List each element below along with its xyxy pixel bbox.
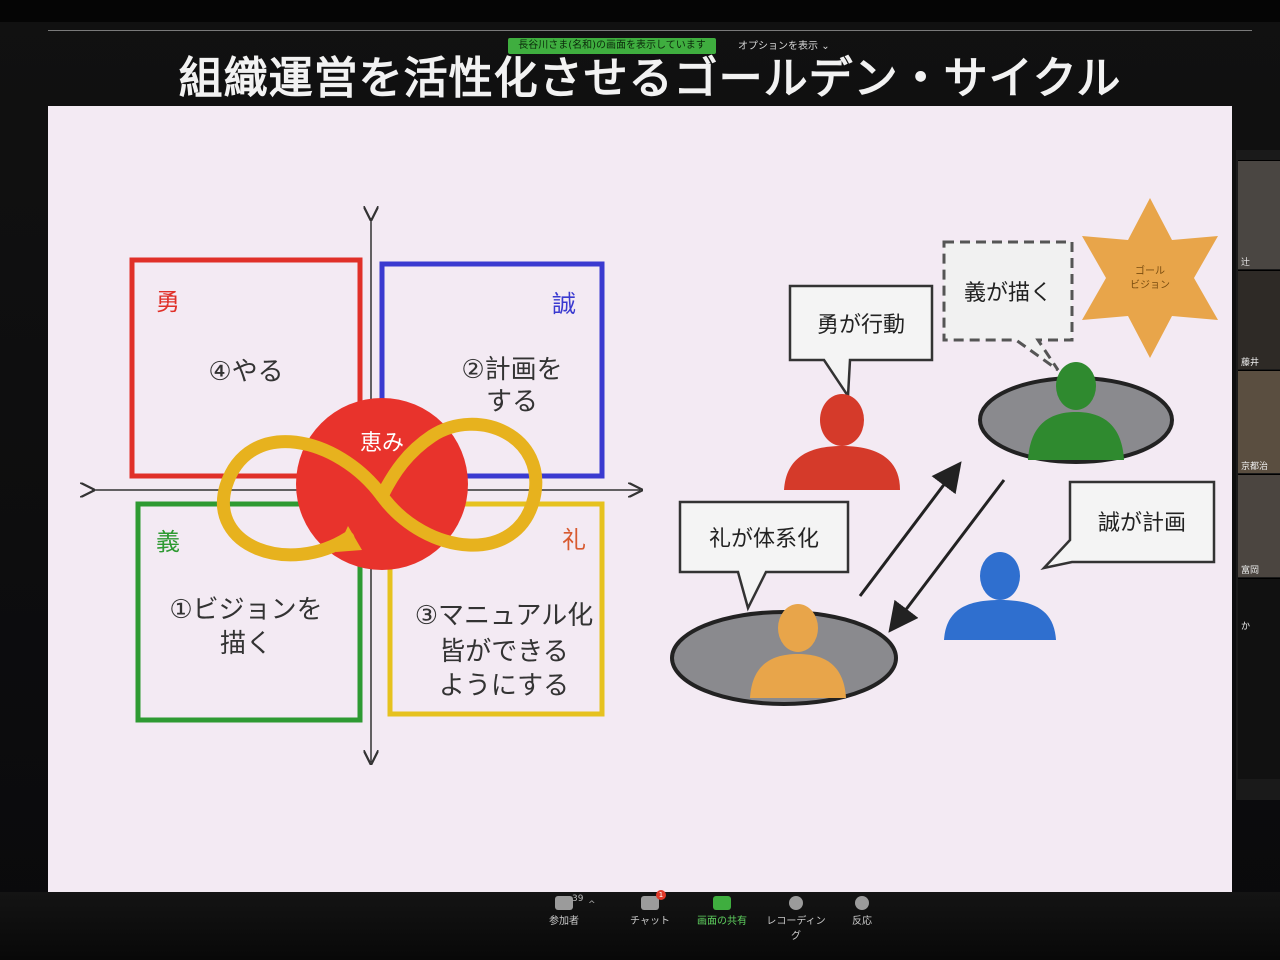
quadrant-box-sei <box>379 261 605 479</box>
quadrant-tag-yu: 勇 <box>156 288 180 316</box>
chat-badge: 1 <box>656 890 666 900</box>
quadrant-text-rei-3: ようにする <box>439 671 569 701</box>
reaction-button[interactable]: 反応 <box>832 892 892 940</box>
slide-title: 組織運営を活性化させるゴールデン・サイクル <box>178 53 1122 104</box>
reaction-label: 反応 <box>852 916 872 927</box>
goal-vision-star <box>1082 198 1218 358</box>
share-screen-button[interactable]: 画面の共有 <box>692 892 752 940</box>
chat-button[interactable]: 1 チャット <box>620 890 680 940</box>
quadrant-text-gi-2: 描く <box>220 629 272 659</box>
speech-bubble-rei <box>678 500 850 612</box>
quadrant-box-rei <box>387 501 605 717</box>
participant-tile[interactable]: か <box>1238 578 1280 779</box>
screen-share-banner: 長谷川さま(名和)の画面を表示しています <box>508 38 716 54</box>
view-options-button[interactable]: オプションを表示 ⌄ <box>738 40 830 54</box>
speech-bubble-yu <box>788 284 934 400</box>
bubble-text-yu: 勇が行動 <box>817 313 905 338</box>
quadrant-text-gi-1: ①ビジョンを <box>169 595 322 625</box>
person-red <box>784 394 900 490</box>
quadrant-text-yu-1: ④やる <box>208 357 283 387</box>
quadrant-tag-rei: 礼 <box>562 526 586 554</box>
shared-slide: 勇 誠 義 礼 ④やる ②計画を する ①ビジョンを 描く ③マニュアル化 皆が… <box>48 106 1232 906</box>
bubble-text-gi: 義が描く <box>964 281 1052 306</box>
chat-label: チャット <box>630 916 670 927</box>
quadrant-box-yu <box>129 257 363 479</box>
person-green <box>1028 362 1124 460</box>
slide-diagram: 勇 誠 義 礼 ④やる ②計画を する ①ビジョンを 描く ③マニュアル化 皆が… <box>48 198 1218 906</box>
person-orange <box>750 604 846 698</box>
record-label: レコーディング <box>766 916 826 942</box>
quadrant-text-rei-2: 皆ができる <box>439 637 568 667</box>
participant-name: 京都治 <box>1241 462 1269 472</box>
participants-label: 参加者 <box>549 916 579 927</box>
quadrant-box-gi <box>135 501 363 723</box>
view-options-label: オプションを表示 <box>738 41 818 52</box>
participants-icon <box>555 896 573 910</box>
arrow-up <box>858 461 962 597</box>
bubble-text-sei: 誠が計画 <box>1098 511 1186 536</box>
participant-name: 藤井 <box>1241 358 1260 368</box>
reaction-icon <box>855 896 869 910</box>
star-text-1: ゴール <box>1135 264 1165 277</box>
participant-tile[interactable]: 藤井 <box>1238 270 1280 369</box>
participant-tile[interactable]: 京都治 <box>1238 370 1280 473</box>
quadrant-tag-sei: 誠 <box>552 290 576 318</box>
speech-bubble-gi <box>942 240 1074 372</box>
monitor-bezel <box>0 0 1280 22</box>
star-text-2: ビジョン <box>1130 279 1170 291</box>
arrow-down <box>888 479 1006 633</box>
chat-icon <box>641 896 659 910</box>
window-top-line <box>48 30 1252 31</box>
infinity-arrowhead <box>336 526 362 552</box>
chevron-up-icon[interactable]: ^ <box>588 900 596 910</box>
participant-name: 辻 <box>1241 258 1251 268</box>
participants-button[interactable]: 39 ^ 参加者 <box>534 892 596 940</box>
quadrant-text-sei-1: ②計画を <box>461 355 562 385</box>
quadrant-text-sei-2: する <box>486 387 538 417</box>
record-button[interactable]: レコーディング <box>766 892 826 942</box>
chevron-down-icon: ⌄ <box>821 41 830 52</box>
infinity-loop-right <box>375 417 543 552</box>
center-label: 恵み <box>360 431 404 456</box>
meeting-toolbar: 39 ^ 参加者 1 チャット 画面の共有 レコーディング 反応 <box>0 890 1280 960</box>
speech-bubble-sei <box>1040 480 1216 571</box>
bubble-text-rei: 礼が体系化 <box>709 527 819 552</box>
record-icon <box>789 896 803 910</box>
person-blue <box>944 552 1056 640</box>
participants-count: 39 <box>572 894 584 904</box>
share-screen-icon <box>713 896 731 910</box>
quadrant-text-rei-1: ③マニュアル化 <box>415 601 594 631</box>
participant-name: 富岡 <box>1241 566 1260 576</box>
quadrant-tag-gi: 義 <box>156 528 180 556</box>
infinity-loop <box>217 435 389 562</box>
participant-tile[interactable]: 辻 <box>1238 160 1280 269</box>
share-screen-label: 画面の共有 <box>697 916 747 927</box>
participant-name: か <box>1241 622 1251 632</box>
participant-tile[interactable]: 富岡 <box>1238 474 1280 577</box>
